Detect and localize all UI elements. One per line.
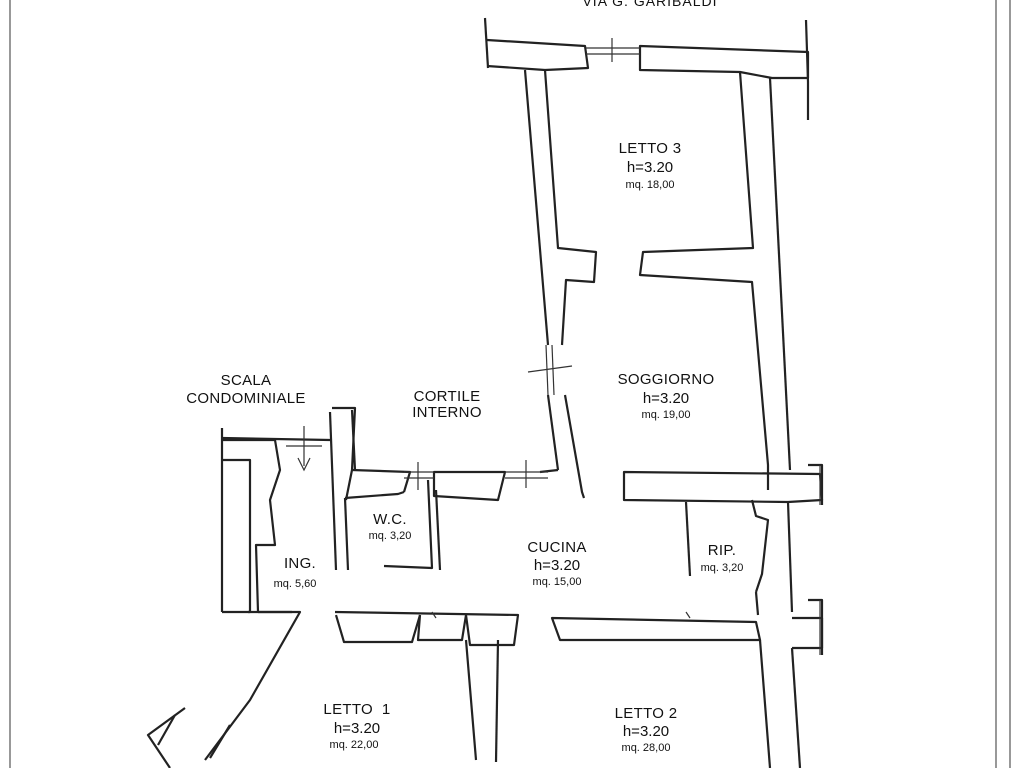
- room-area: mq. 3,20: [369, 530, 412, 542]
- room-height: h=3.20: [623, 723, 669, 740]
- room-wc: W.C. mq. 3,20: [369, 511, 412, 542]
- room-area: mq. 18,00: [626, 179, 675, 191]
- page-frame: [9, 0, 1011, 768]
- cortile-line1: CORTILE: [414, 388, 481, 405]
- cortile-line2: INTERNO: [412, 404, 482, 421]
- room-area: mq. 28,00: [622, 742, 671, 754]
- room-name: SOGGIORNO: [618, 371, 715, 388]
- room-name: LETTO 3: [619, 140, 682, 157]
- room-area: mq. 19,00: [642, 409, 691, 421]
- room-area: mq. 15,00: [533, 576, 582, 588]
- room-soggiorno: SOGGIORNO h=3.20 mq. 19,00: [618, 371, 715, 421]
- window-icon: [404, 462, 434, 490]
- window-icon: [527, 344, 573, 396]
- room-ingresso: ING. mq. 5,60: [274, 555, 317, 590]
- room-letto1: LETTO 1 h=3.20 mq. 22,00: [323, 701, 390, 751]
- room-height: h=3.20: [534, 557, 580, 574]
- windows: [404, 38, 821, 655]
- cortile-interno: CORTILE INTERNO: [412, 388, 482, 421]
- room-height: h=3.20: [643, 390, 689, 407]
- scala-condominiale: SCALA CONDOMINIALE: [186, 372, 305, 407]
- room-height: h=3.20: [627, 159, 673, 176]
- window-icon: [586, 38, 640, 62]
- room-name: LETTO 1: [323, 701, 390, 718]
- room-name: W.C.: [373, 511, 407, 528]
- room-name: LETTO 2: [615, 705, 678, 722]
- room-letto2: LETTO 2 h=3.20 mq. 28,00: [615, 705, 678, 754]
- room-name: RIP.: [708, 542, 736, 559]
- room-ripostiglio: RIP. mq. 3,20: [701, 542, 744, 574]
- window-icon: [505, 460, 548, 488]
- room-name: CUCINA: [527, 539, 586, 556]
- street-label: VIA G. GARIBALDI: [582, 0, 717, 9]
- room-area: mq. 5,60: [274, 578, 317, 590]
- room-area: mq. 3,20: [701, 562, 744, 574]
- room-name: ING.: [284, 555, 316, 572]
- room-area: mq. 22,00: [330, 739, 379, 751]
- stair-arrow-icon: [286, 426, 322, 472]
- scala-line1: SCALA: [221, 372, 272, 389]
- walls: [146, 17, 824, 768]
- scala-line2: CONDOMINIALE: [186, 390, 305, 407]
- room-cucina: CUCINA h=3.20 mq. 15,00: [527, 539, 586, 588]
- door-swing-icon: [431, 611, 691, 619]
- room-letto3: LETTO 3 h=3.20 mq. 18,00: [619, 140, 682, 191]
- room-height: h=3.20: [334, 720, 380, 737]
